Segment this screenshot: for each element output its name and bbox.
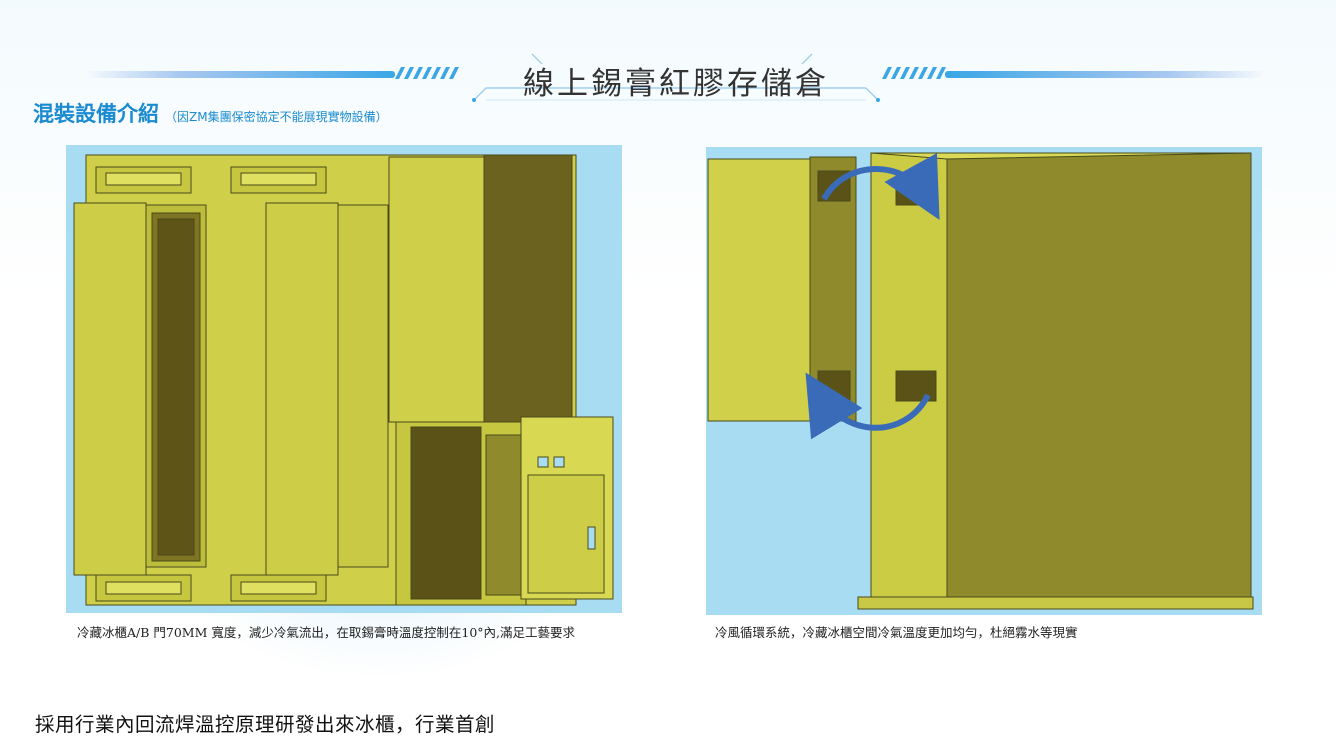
title-deco-line-left (85, 71, 395, 78)
section-note: （因ZM集團保密協定不能展現實物設備） (165, 110, 388, 124)
section-heading: 混裝設備介紹 （因ZM集團保密協定不能展現實物設備） (33, 98, 388, 128)
figure-cabinet-front (66, 145, 622, 613)
title-deco-line-right (945, 71, 1265, 78)
title-deco-stripes-right (882, 67, 946, 79)
title-deco-stripes-left (395, 67, 459, 79)
footer-statement: 採用行業內回流焊溫控原理研發出來冰櫃，行業首創 (35, 713, 496, 736)
figure-cabinet-circulation (706, 147, 1262, 615)
cabinet-circulation-drawing (707, 152, 1254, 610)
figure-caption-right: 冷風循環系統，冷藏冰櫃空間冷氣溫度更加均勻，杜絕霧水等現實 (715, 625, 1078, 640)
figure-caption-left: 冷藏冰櫃A/B 門70MM 寬度，減少冷氣流出，在取錫膏時溫度控制在10°內,滿… (77, 625, 576, 640)
page-title: 線上錫膏紅膠存儲倉 (523, 66, 829, 102)
section-title: 混裝設備介紹 (33, 102, 159, 126)
cabinet-front-drawing (73, 154, 614, 606)
title-frame (472, 53, 880, 102)
